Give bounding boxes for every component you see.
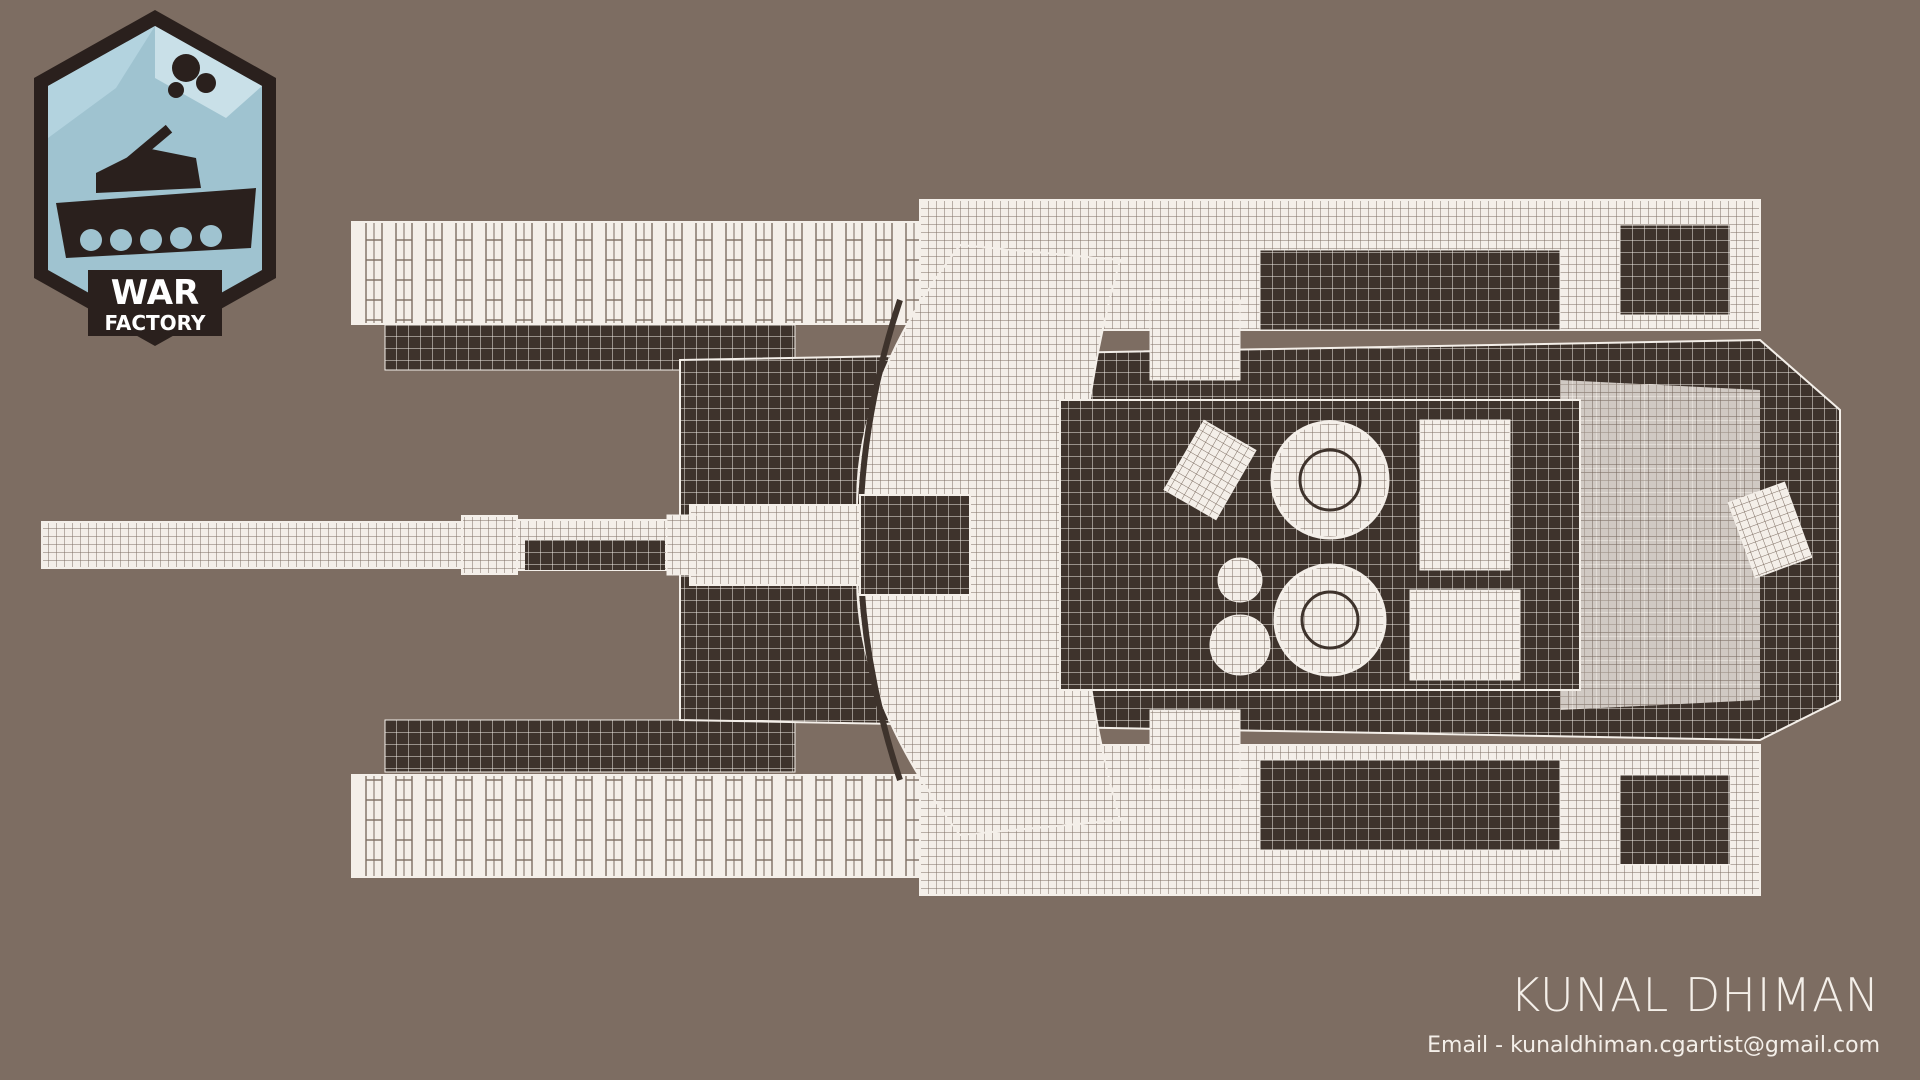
author-email: Email - kunaldhiman.cgartist@gmail.com xyxy=(1427,1032,1880,1058)
logo-word-factory: FACTORY xyxy=(105,311,206,335)
author-name: KUNAL DHIMAN xyxy=(1510,968,1880,1022)
gun-barrel xyxy=(41,514,698,576)
logo-word-war: WAR xyxy=(111,273,199,313)
gunner-hatch xyxy=(1273,563,1387,677)
upper-track xyxy=(351,221,923,325)
lower-track xyxy=(351,774,923,878)
commander-hatch xyxy=(1270,420,1390,540)
war-factory-logo: WAR FACTORY xyxy=(34,10,276,346)
credits: KUNAL DHIMAN Email - kunaldhiman.cgartis… xyxy=(1320,970,1880,1058)
gun-mantlet xyxy=(859,494,971,596)
tank-emblem-icon xyxy=(56,124,256,258)
